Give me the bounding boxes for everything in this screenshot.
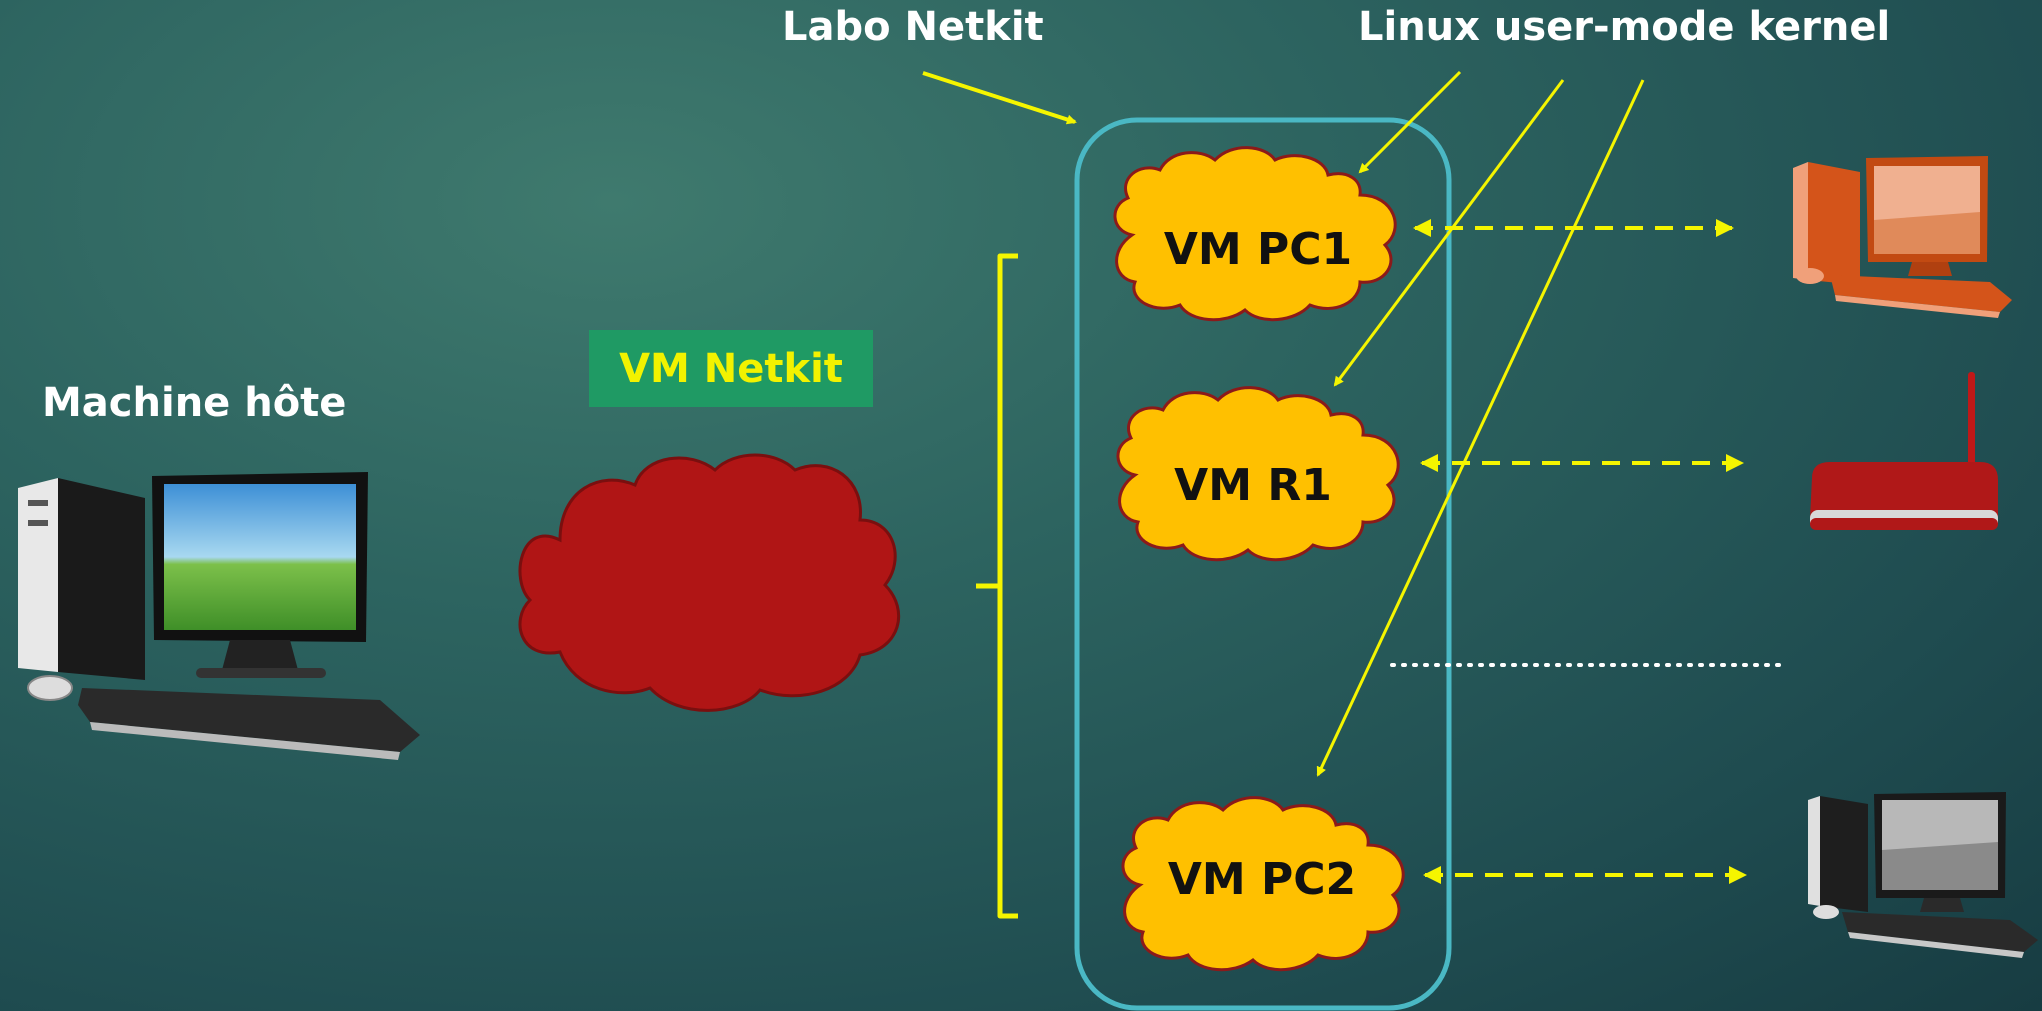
machine-hote-label: Machine hôte bbox=[42, 380, 347, 426]
netkit-cloud bbox=[518, 453, 901, 712]
vm-pc2-cloud: VM PC2 bbox=[1121, 796, 1405, 972]
vm-netkit-label: VM Netkit bbox=[619, 345, 843, 392]
orange-computer-icon bbox=[1793, 156, 2012, 318]
gray-computer-icon bbox=[1808, 792, 2038, 958]
labo-netkit-label: Labo Netkit bbox=[782, 4, 1044, 50]
kernel-arrow-pc2 bbox=[1316, 79, 1645, 777]
netkit-brace bbox=[976, 253, 1018, 919]
vm-r1-cloud: VM R1 bbox=[1116, 386, 1400, 562]
vm-pc1-cloud: VM PC1 bbox=[1113, 146, 1397, 322]
labo-netkit-arrow bbox=[922, 71, 1077, 125]
router-icon bbox=[1810, 372, 1998, 530]
vm-pc2-label: VM PC2 bbox=[1168, 854, 1356, 905]
vm-netkit-badge: VM Netkit bbox=[589, 330, 873, 407]
vm-r1-label: VM R1 bbox=[1174, 460, 1332, 511]
labo-netkit-container bbox=[1074, 117, 1452, 1011]
linux-kernel-label: Linux user-mode kernel bbox=[1358, 4, 1891, 50]
kernel-arrow-pc1 bbox=[1358, 70, 1462, 174]
host-computer-icon bbox=[18, 472, 420, 760]
vm-pc1-label: VM PC1 bbox=[1164, 224, 1352, 275]
